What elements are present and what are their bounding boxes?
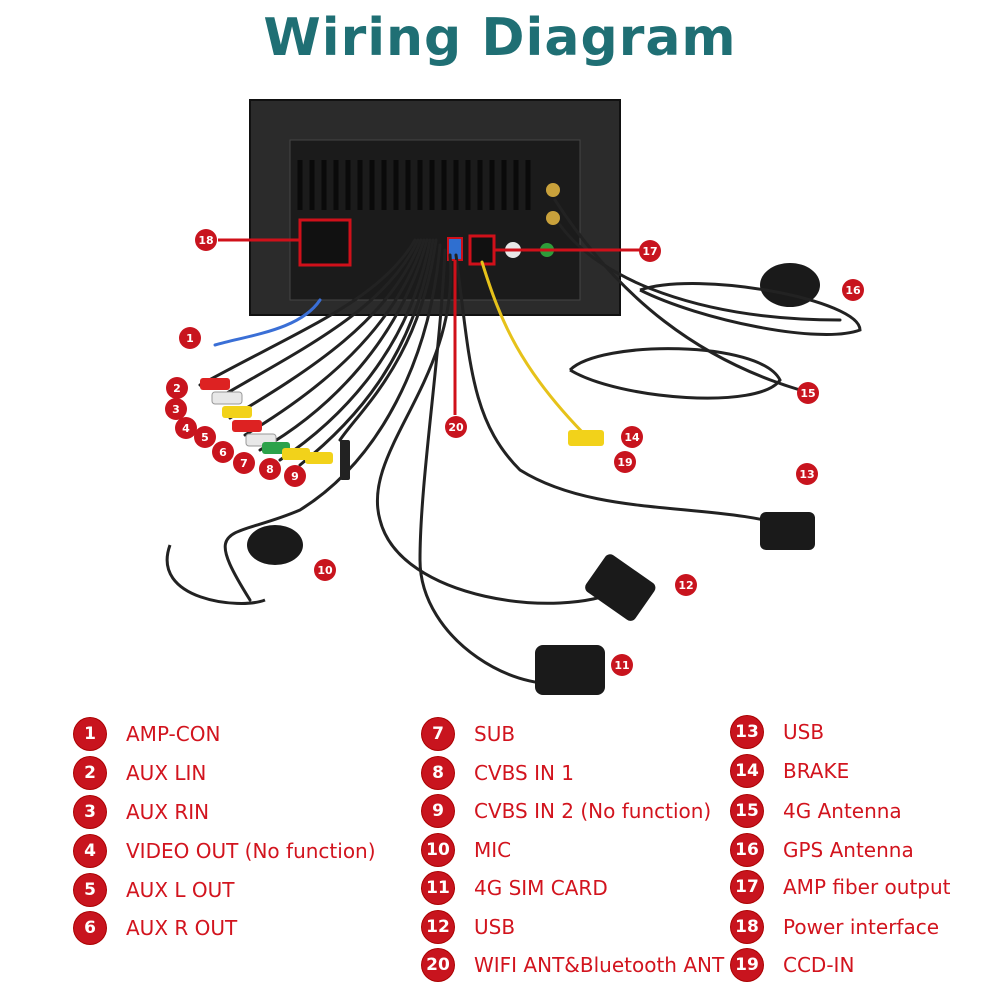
legend-item-1: 1 AMP-CON <box>74 717 220 751</box>
legend-label: AUX L OUT <box>126 878 235 902</box>
legend-item-7: 7 SUB <box>422 717 515 751</box>
legend-label: Power interface <box>783 915 940 939</box>
page-title: Wiring Diagram <box>263 8 737 68</box>
legend-label: MIC <box>474 838 512 862</box>
callout-3: 3 <box>165 398 187 420</box>
legend-item-12: 12 USB <box>422 910 515 944</box>
callout-19: 19 <box>614 451 636 473</box>
callout-4: 4 <box>175 417 197 439</box>
legend-number: 5 <box>74 874 106 906</box>
callout-20: 20 <box>445 416 467 438</box>
legend-item-14: 14 BRAKE <box>731 754 849 788</box>
legend-item-20: 20 WIFI ANT&Bluetooth ANT <box>422 948 724 982</box>
legend-item-6: 6 AUX R OUT <box>74 911 237 945</box>
legend-number: 11 <box>422 872 454 904</box>
legend-number: 14 <box>731 755 763 787</box>
legend-number: 12 <box>422 911 454 943</box>
callout-8: 8 <box>259 458 281 480</box>
rca-connectors <box>200 378 604 480</box>
legend-label: GPS Antenna <box>783 838 914 862</box>
legend-label: AUX RIN <box>126 800 210 824</box>
legend-item-13: 13 USB <box>731 715 824 749</box>
legend-number: 19 <box>731 949 763 981</box>
legend-label: VIDEO OUT (No function) <box>126 839 376 863</box>
legend-label: AUX LIN <box>126 761 207 785</box>
callout-lines <box>218 238 640 415</box>
legend-number: 15 <box>731 795 763 827</box>
legend-item-16: 16 GPS Antenna <box>731 833 914 867</box>
callout-15: 15 <box>797 382 819 404</box>
legend-label: BRAKE <box>783 759 850 783</box>
legend-number: 6 <box>74 912 106 944</box>
legend-label: CCD-IN <box>783 953 855 977</box>
legend-item-11: 11 4G SIM CARD <box>422 871 608 905</box>
legend-item-18: 18 Power interface <box>731 910 939 944</box>
callout-11: 11 <box>611 654 633 676</box>
legend-number: 17 <box>731 871 763 903</box>
legend-label: CVBS IN 1 <box>474 761 575 785</box>
legend-number: 18 <box>731 911 763 943</box>
accessories <box>165 263 862 695</box>
legend-item-8: 8 CVBS IN 1 <box>422 756 574 790</box>
legend-label: SUB <box>474 722 516 746</box>
legend-item-5: 5 AUX L OUT <box>74 873 234 907</box>
legend-item-17: 17 AMP fiber output <box>731 870 951 904</box>
legend-number: 3 <box>74 796 106 828</box>
legend-number: 20 <box>422 949 454 981</box>
callout-5: 5 <box>194 426 216 448</box>
legend-item-3: 3 AUX RIN <box>74 795 209 829</box>
legend-number: 8 <box>422 757 454 789</box>
callout-10: 10 <box>314 559 336 581</box>
callout-9: 9 <box>284 465 306 487</box>
legend-number: 4 <box>74 835 106 867</box>
legend-label: AUX R OUT <box>126 916 238 940</box>
legend-label: 4G Antenna <box>783 799 902 823</box>
callout-18: 18 <box>195 229 217 251</box>
legend-number: 1 <box>74 718 106 750</box>
callout-16: 16 <box>842 279 864 301</box>
legend-item-4: 4 VIDEO OUT (No function) <box>74 834 376 868</box>
callout-6: 6 <box>212 441 234 463</box>
legend-number: 9 <box>422 795 454 827</box>
legend-item-2: 2 AUX LIN <box>74 756 206 790</box>
legend-label: AMP-CON <box>126 722 221 746</box>
callout-7: 7 <box>233 452 255 474</box>
legend-item-10: 10 MIC <box>422 833 511 867</box>
legend-label: USB <box>783 720 825 744</box>
wiring-diagram <box>165 99 862 695</box>
callout-14: 14 <box>621 426 643 448</box>
callout-1: 1 <box>179 327 201 349</box>
legend-item-19: 19 CCD-IN <box>731 948 854 982</box>
cables <box>198 198 842 686</box>
legend-label: AMP fiber output <box>783 875 951 899</box>
legend-item-9: 9 CVBS IN 2 (No function) <box>422 794 711 828</box>
legend-number: 2 <box>74 757 106 789</box>
callout-17: 17 <box>639 240 661 262</box>
legend-label: WIFI ANT&Bluetooth ANT <box>474 953 725 977</box>
legend-number: 13 <box>731 716 763 748</box>
legend-label: CVBS IN 2 (No function) <box>474 799 712 823</box>
legend-number: 10 <box>422 834 454 866</box>
legend-item-15: 15 4G Antenna <box>731 794 902 828</box>
callout-2: 2 <box>166 377 188 399</box>
legend-label: USB <box>474 915 516 939</box>
legend-number: 7 <box>422 718 454 750</box>
legend-label: 4G SIM CARD <box>474 876 608 900</box>
callout-13: 13 <box>796 463 818 485</box>
legend-number: 16 <box>731 834 763 866</box>
callout-12: 12 <box>675 574 697 596</box>
